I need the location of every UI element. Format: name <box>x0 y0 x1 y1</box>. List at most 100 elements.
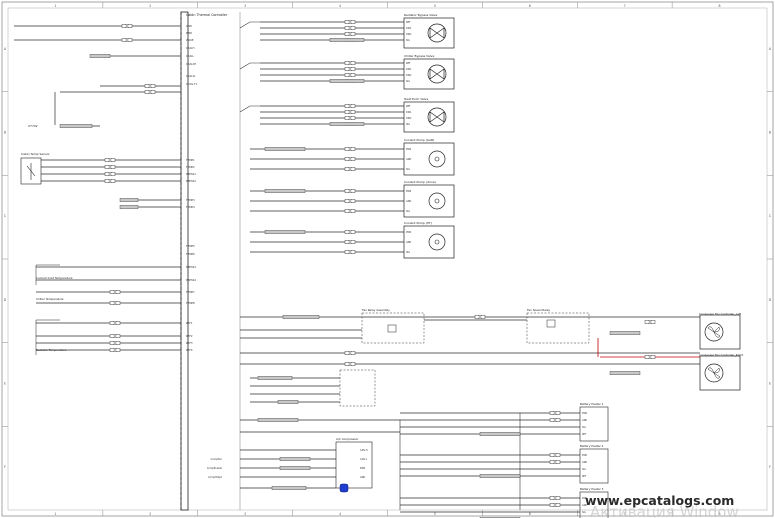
heater-pin-label: RET <box>582 475 587 478</box>
controller-pin-low: REF4 <box>186 348 193 352</box>
can-wire-tag <box>89 54 111 59</box>
connector-mark <box>347 351 353 355</box>
valve-3: Heat Exch Valve <box>404 97 428 101</box>
controller-pin-upper: GND <box>186 24 192 28</box>
connector-mark <box>347 32 353 36</box>
valve-2-box <box>403 58 455 90</box>
valve-1-title: Radiator Bypass Valve <box>404 13 438 17</box>
connector-mark <box>347 230 353 234</box>
column-label-bottom: 3 <box>244 512 246 516</box>
thermistor-symbol <box>26 163 36 180</box>
column-label-bottom: 4 <box>339 512 341 516</box>
controller-pin-low: PRESS4 <box>186 278 196 282</box>
valve-2-symbol <box>429 68 445 80</box>
controller-pin-upper: CAN-L <box>186 54 194 58</box>
switch-tag <box>277 400 299 405</box>
radiator-temp-label: Radiator Temperature <box>36 348 67 352</box>
heater-tag <box>479 474 521 479</box>
pump-pin-label: SIG <box>406 168 410 171</box>
compressor-ctrl-label: CompPwr <box>211 458 222 461</box>
connector-mark <box>347 209 353 213</box>
row-label: D <box>4 298 7 302</box>
pump-2-box <box>403 184 455 218</box>
connector-mark <box>124 24 130 28</box>
valve-2: Chiller Bypass Valve <box>404 54 434 58</box>
row-label: C <box>4 214 7 218</box>
connector-mark <box>347 61 353 65</box>
valve-pin-label: DIR1 <box>406 27 412 30</box>
pump-pin-label: GND <box>406 241 411 244</box>
row-label: B <box>4 131 6 135</box>
heater-3-title: Battery Heater 3 <box>580 487 604 491</box>
pump-pin-label: GND <box>406 200 411 203</box>
sensor-bracket <box>35 319 60 355</box>
connector-mark <box>477 315 483 319</box>
compressor-title: A/C Compressor <box>336 437 359 441</box>
column-label-bottom: 6 <box>529 512 531 516</box>
connector-mark <box>552 418 558 422</box>
row-label-right: C <box>769 214 772 218</box>
row-label: E <box>4 382 6 386</box>
connector-mark <box>347 167 353 171</box>
valve-pin-label: REF <box>406 105 411 108</box>
controller-pin-upper: PWR <box>186 31 192 35</box>
connector-mark <box>112 321 118 325</box>
valve-pin-label: SIG <box>406 39 410 42</box>
row-label-right: B <box>769 131 771 135</box>
valve-pin-label: DIR2 <box>406 33 412 36</box>
relay-1-box <box>361 312 425 344</box>
connector-mark <box>124 38 130 42</box>
pump-1-box <box>403 142 455 176</box>
controller-pin-upper: COOL-T1 <box>186 82 198 86</box>
column-label: 7 <box>624 4 626 8</box>
controller-pins: GNDPWRWAKECAN-HCAN-LCAN-2HCAN-2LCOOL-T1T… <box>186 24 198 352</box>
valve-pin-label: DIR1 <box>406 68 412 71</box>
wire-tag <box>119 204 139 209</box>
controller-pin-upper: CAN-2L <box>186 74 196 78</box>
heater-pin-label: RET <box>582 433 587 436</box>
controller-pin-low: TEMP6 <box>186 252 195 256</box>
connector-mark <box>107 179 113 183</box>
heater-pin-label: SIG <box>582 468 586 471</box>
controller-pin-low: PRESS3 <box>186 265 196 269</box>
valve-3-title: Heat Exch Valve <box>404 97 428 101</box>
connector-mark <box>347 20 353 24</box>
connector-mark <box>112 290 118 294</box>
compressor-box <box>335 441 373 489</box>
row-label-right: E <box>769 382 771 386</box>
heater-pin-label: GND <box>582 504 587 507</box>
inline-connector-label: X7702 <box>28 124 38 128</box>
column-label: 3 <box>244 4 246 8</box>
component-layer: REFDIR1DIR2SIGREFDIR1DIR2SIGREFDIR1DIR2S… <box>20 17 741 518</box>
controller-pin-mid: PRESS2 <box>186 179 196 183</box>
pump-pin-label: PWR <box>406 148 412 151</box>
connector-mark <box>647 320 653 324</box>
connector-mark <box>347 250 353 254</box>
wire-tag <box>119 197 139 202</box>
controller-pin-upper: WAKE <box>186 38 194 42</box>
controller-block: Cabin Thermal Controller <box>180 11 228 511</box>
connector-mark <box>347 116 353 120</box>
valve-pin-label: REF <box>406 62 411 65</box>
column-label: 6 <box>529 4 531 8</box>
heater-pin-label: PWR <box>582 497 587 500</box>
controller-pin-low: REF1 <box>186 321 193 325</box>
controller-pin-low: REF2 <box>186 334 193 338</box>
valve-3-box <box>403 101 455 133</box>
compressor-pin-label: GND <box>360 476 365 479</box>
heater-1-box <box>579 406 609 442</box>
pump-3-box <box>403 225 455 259</box>
pump-pin-label: PWR <box>406 231 412 234</box>
watermark-overlay: Активация Window <box>590 503 739 518</box>
valve-pin-label: SIG <box>406 123 410 126</box>
pump-1-rotor <box>434 156 440 162</box>
valve-pin-label: REF <box>406 21 411 24</box>
fan-tag <box>282 315 320 320</box>
connector-mark <box>147 90 153 94</box>
relay-2-title: Fan Speed Relay <box>527 308 550 312</box>
pump-wire-tag <box>264 188 306 193</box>
connector-mark <box>112 334 118 338</box>
valve-branch <box>239 105 260 113</box>
heater-3-box <box>579 491 609 518</box>
